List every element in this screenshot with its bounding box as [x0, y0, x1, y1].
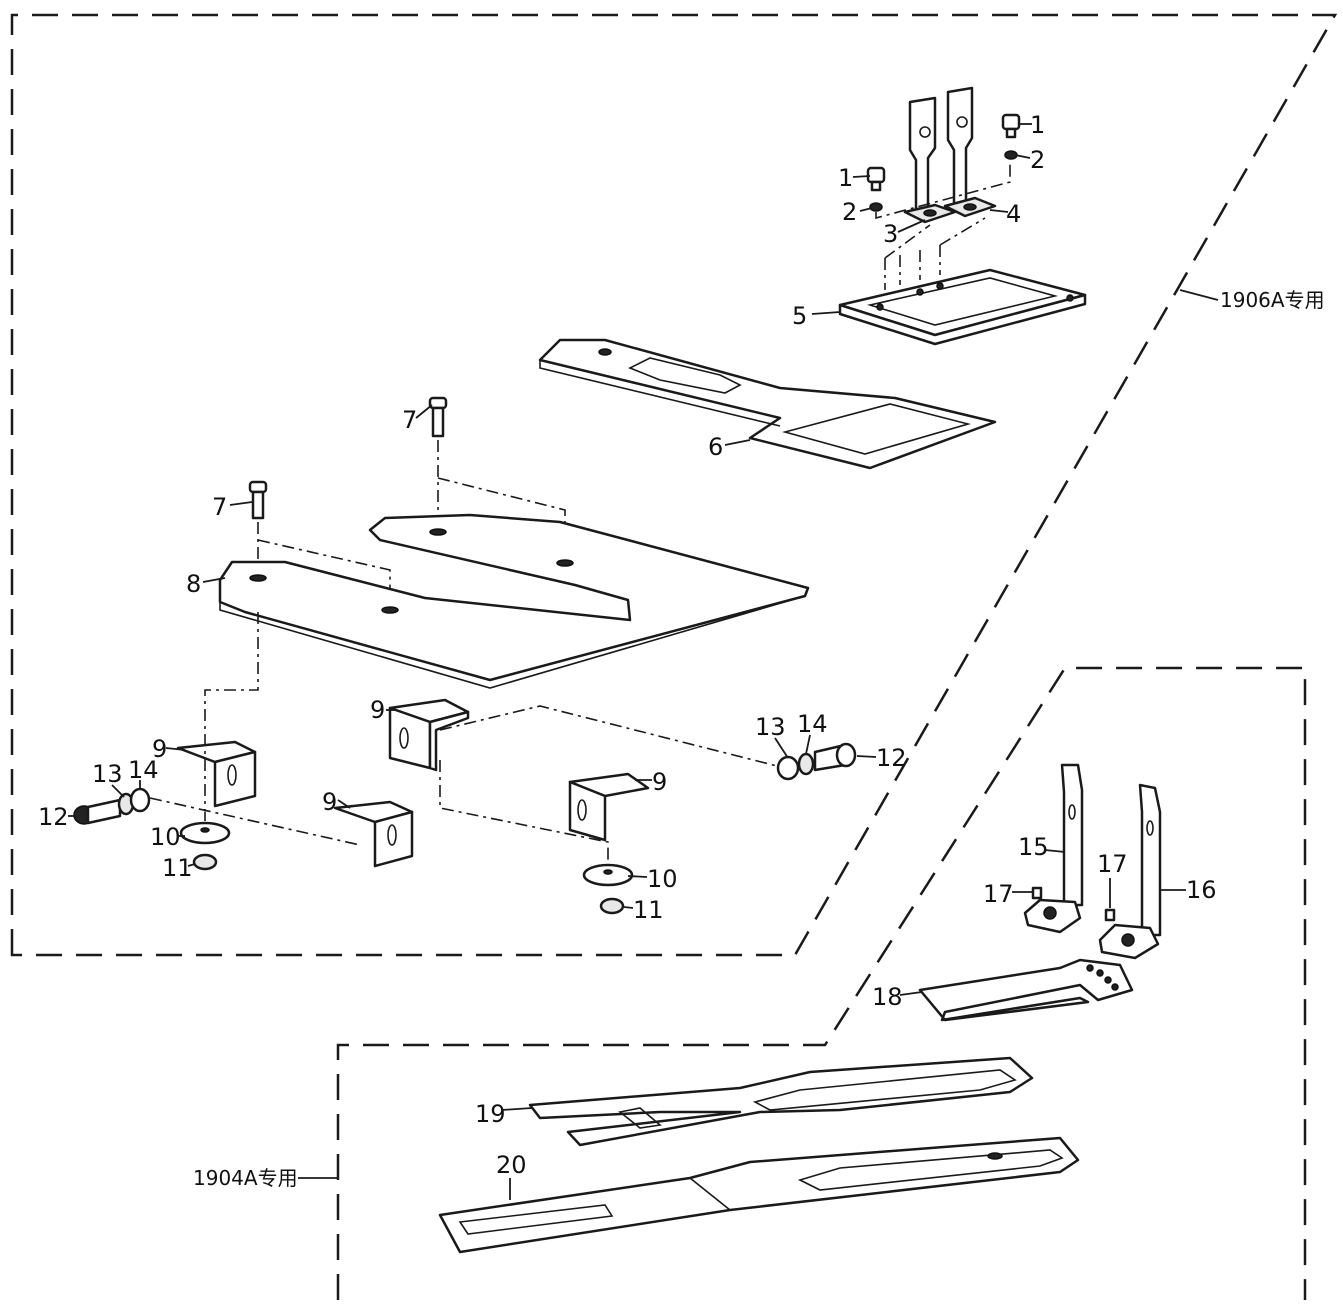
- leader-lines: [68, 123, 1186, 1200]
- group-label-1904a: 1904A专用: [193, 1166, 298, 1190]
- upper-group-boundary: [10, 13, 1338, 957]
- part-4-clamp: [943, 86, 997, 218]
- callout-15: 15: [1018, 833, 1049, 861]
- part-20-feed-plate: [438, 1136, 1080, 1254]
- callout-20: 20: [496, 1151, 527, 1179]
- part-14-washer-left: [129, 787, 151, 813]
- callout-9: 9: [652, 768, 667, 796]
- part-18-slide-plate: [918, 958, 1134, 1022]
- part-19-feed-plate: [528, 1056, 1034, 1147]
- callout-9: 9: [370, 696, 385, 724]
- part-9-bracket-b: [176, 740, 257, 808]
- callout-14: 14: [128, 756, 159, 784]
- callout-17: 17: [983, 880, 1014, 908]
- callout-3: 3: [883, 220, 898, 248]
- callout-8: 8: [186, 570, 201, 598]
- callout-17: 17: [1097, 850, 1128, 878]
- part-10-base-right: [582, 863, 634, 887]
- callout-10: 10: [647, 865, 678, 893]
- callout-11: 11: [162, 854, 193, 882]
- part-5-frame-plate: [838, 268, 1087, 346]
- part-9-bracket-d: [568, 772, 650, 842]
- callout-9: 9: [152, 735, 167, 763]
- part-10-base-left: [179, 821, 231, 845]
- callout-2: 2: [1030, 146, 1045, 174]
- group-label-1906a: 1906A专用: [1220, 288, 1325, 312]
- callout-2: 2: [842, 198, 857, 226]
- part-12-bolt-left: [73, 798, 122, 825]
- callout-9: 9: [322, 788, 337, 816]
- part-8-needle-plate: [218, 513, 810, 689]
- callout-1: 1: [1030, 111, 1045, 139]
- part-17-pin-left: [1031, 886, 1043, 900]
- callout-12: 12: [38, 803, 69, 831]
- callout-10: 10: [150, 823, 181, 851]
- callout-12: 12: [876, 744, 907, 772]
- part-2-washer-left: [869, 202, 883, 212]
- lower-group-boundary: [336, 666, 1307, 1300]
- part-14-washer-right: [797, 752, 815, 776]
- part-7-pin-lower: [248, 480, 268, 520]
- callout-6: 6: [708, 433, 723, 461]
- callout-19: 19: [475, 1100, 506, 1128]
- callout-13: 13: [92, 760, 123, 788]
- callouts: 1 2 1 2 3 4 5 6 7 7 8 9 9 9 9 10 10 11 1…: [38, 111, 1217, 1179]
- part-9-bracket-c: [333, 800, 414, 868]
- part-13-washer-right: [776, 755, 800, 781]
- part-12-bolt-right: [813, 742, 857, 772]
- part-1-screw-left: [866, 166, 886, 192]
- callout-11: 11: [633, 896, 664, 924]
- part-1-screw-right: [1001, 113, 1021, 139]
- part-9-bracket-a: [388, 698, 470, 772]
- part-7-pin-upper: [428, 396, 448, 438]
- part-15-clamp: [1023, 763, 1084, 934]
- part-17-pin-right: [1104, 908, 1116, 922]
- callout-14: 14: [797, 710, 828, 738]
- callout-7: 7: [402, 406, 417, 434]
- callout-4: 4: [1006, 200, 1021, 228]
- callout-16: 16: [1186, 876, 1217, 904]
- part-11-nut-left: [192, 853, 218, 871]
- callout-18: 18: [872, 983, 903, 1011]
- callout-5: 5: [792, 302, 807, 330]
- part-6-feed-plate: [538, 338, 997, 470]
- part-11-nut-right: [599, 897, 625, 915]
- part-16-clamp: [1098, 783, 1162, 960]
- callout-1: 1: [838, 164, 853, 192]
- callout-7: 7: [212, 493, 227, 521]
- callout-13: 13: [755, 713, 786, 741]
- part-3-clamp: [903, 96, 957, 224]
